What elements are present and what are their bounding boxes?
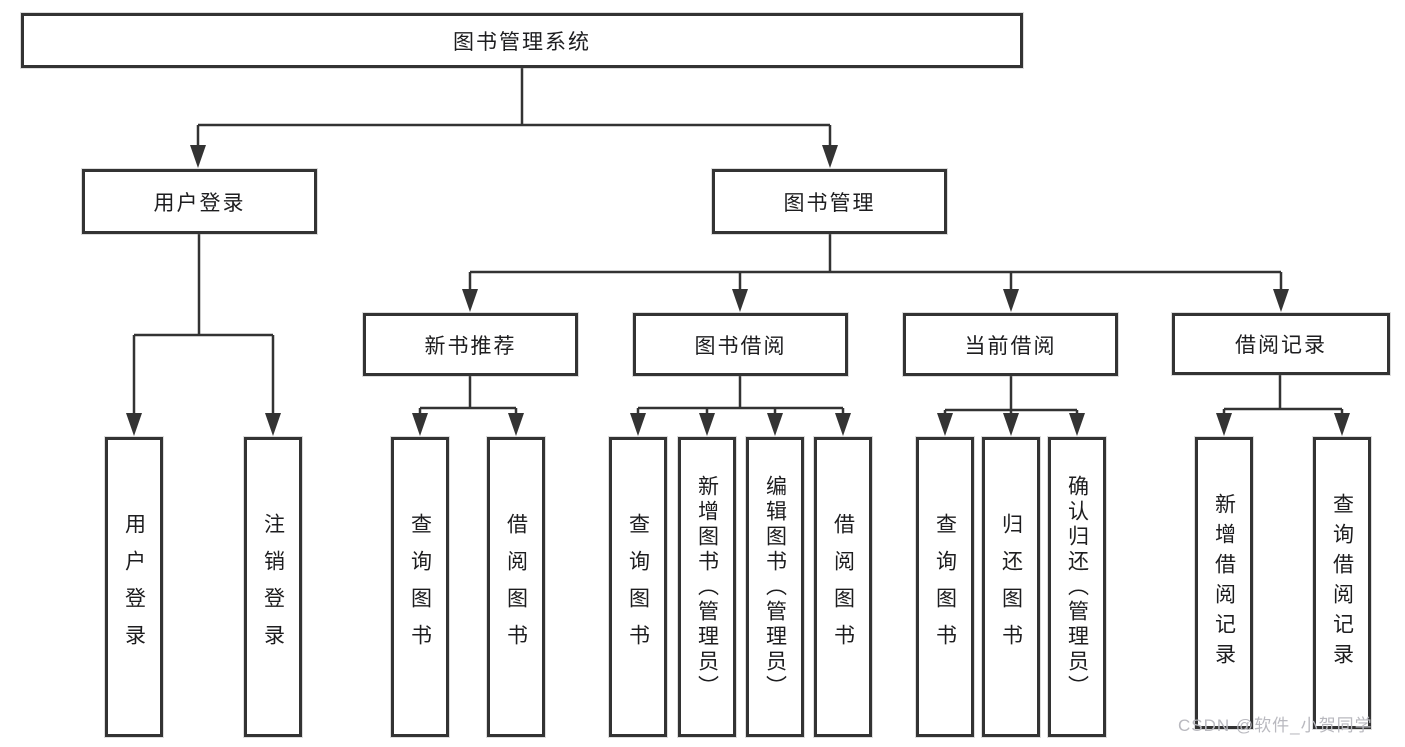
leaf-label: 查询图书 [408,513,432,661]
node-book-mgmt: 图书管理 [712,169,947,234]
leaf-label: 编辑图书（管理员） [763,474,787,700]
leaf-add-borrow-record: 新增借阅记录 [1195,437,1253,729]
node-book-mgmt-label: 图书管理 [783,191,876,215]
node-root: 图书管理系统 [21,13,1023,68]
arrow-down-icon [1003,289,1019,312]
node-current-borrow-label: 当前借阅 [964,334,1057,358]
leaf-label: 借阅图书 [831,513,855,661]
node-book-borrow-label: 图书借阅 [694,334,787,358]
connector-book-mgmt-children [468,234,1283,294]
node-user-login: 用户登录 [82,169,317,234]
node-book-borrow: 图书借阅 [633,313,848,376]
leaf-query-books: 查询图书 [609,437,667,737]
leaf-confirm-return-admin: 确认归还（管理员） [1048,437,1106,737]
arrow-down-icon [265,413,281,436]
arrow-down-icon [1216,413,1232,436]
leaf-label: 归还图书 [999,513,1023,661]
connector-new-book-children [418,376,518,420]
leaf-label: 查询图书 [626,513,650,661]
node-borrow-records: 借阅记录 [1172,313,1390,375]
leaf-label: 查询借阅记录 [1330,493,1354,673]
arrow-down-icon [835,413,851,436]
arrow-down-icon [630,413,646,436]
arrow-down-icon [699,413,715,436]
watermark-text: CSDN @软件_小贺同学 [1178,716,1373,735]
arrow-down-icon [508,413,524,436]
node-current-borrow: 当前借阅 [903,313,1118,376]
arrow-down-icon [1273,289,1289,312]
node-new-book-rec-label: 新书推荐 [424,334,517,358]
leaf-label: 查询图书 [933,513,957,661]
node-borrow-records-label: 借阅记录 [1235,334,1327,357]
leaf-logout: 注销登录 [244,437,302,737]
leaf-label: 新增图书（管理员） [695,474,719,700]
arrow-down-icon [732,289,748,312]
arrow-down-icon [937,413,953,436]
connector-book-borrow-children [636,376,845,420]
leaf-label: 注销登录 [261,513,285,661]
arrowheads [126,145,1350,436]
node-root-label: 图书管理系统 [453,30,591,54]
leaf-label: 确认归还（管理员） [1065,474,1089,700]
leaf-label: 借阅图书 [504,513,528,661]
connector-root-to-level2 [196,68,832,150]
arrow-down-icon [822,145,838,168]
leaf-borrow-books-rec: 借阅图书 [487,437,545,737]
connector-user-login-children [132,234,275,418]
arrow-down-icon [126,413,142,436]
arrow-down-icon [462,289,478,312]
arrow-down-icon [412,413,428,436]
leaf-label: 新增借阅记录 [1212,493,1236,673]
leaf-borrow-books: 借阅图书 [814,437,872,737]
node-user-login-label: 用户登录 [153,191,246,215]
leaf-edit-books-admin: 编辑图书（管理员） [746,437,804,737]
leaf-user-login: 用户登录 [105,437,163,737]
leaf-add-books-admin: 新增图书（管理员） [678,437,736,737]
leaf-query-books-rec: 查询图书 [391,437,449,737]
arrow-down-icon [1069,413,1085,436]
node-new-book-rec: 新书推荐 [363,313,578,376]
arrow-down-icon [1334,413,1350,436]
leaf-query-borrow-record: 查询借阅记录 [1313,437,1371,729]
arrow-down-icon [767,413,783,436]
leaf-label: 用户登录 [122,513,146,661]
leaf-query-books-current: 查询图书 [916,437,974,737]
leaf-return-books: 归还图书 [982,437,1040,737]
arrow-down-icon [190,145,206,168]
connector-borrow-record-children [1222,375,1344,420]
arrow-down-icon [1003,413,1019,436]
